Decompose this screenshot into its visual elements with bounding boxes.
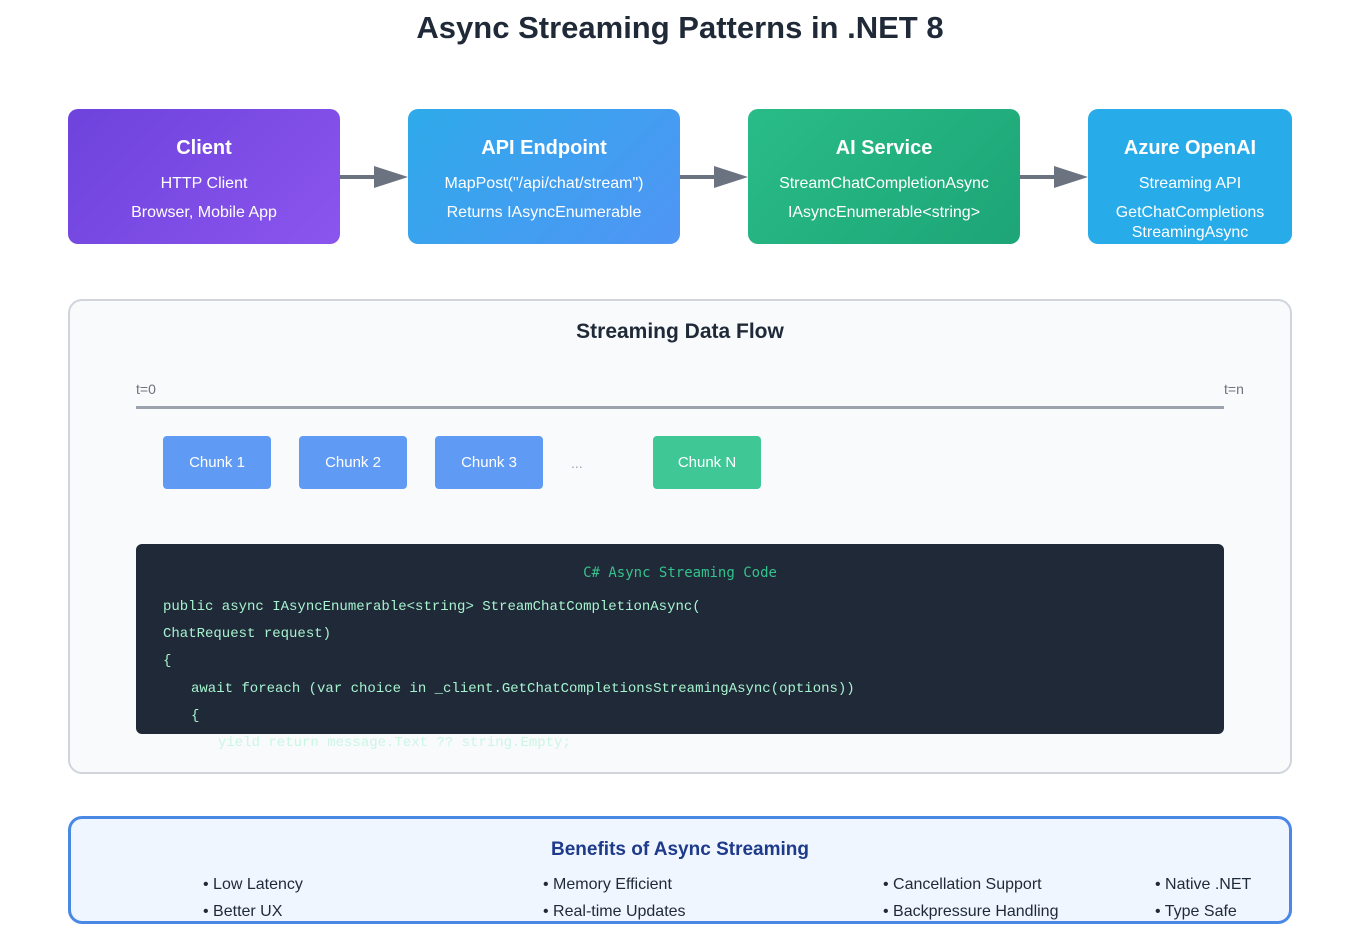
- code-block: [136, 544, 1224, 734]
- chunk-3: Chunk 3: [435, 436, 543, 489]
- timeline-end-label: t=n: [1224, 381, 1244, 397]
- code-line: ChatRequest request): [163, 626, 332, 642]
- azure-openai-node-line2b: StreamingAsync: [1131, 224, 1249, 241]
- ai-service-node-title: AI Service: [835, 137, 933, 159]
- arrow-right-icon: [680, 166, 748, 188]
- code-line: {: [191, 708, 200, 724]
- client-node-title: Client: [176, 137, 232, 159]
- benefit-item: • Type Safe: [1155, 903, 1237, 920]
- diagram-title: Async Streaming Patterns in .NET 8: [416, 10, 944, 45]
- code-block-title: C# Async Streaming Code: [583, 565, 777, 581]
- code-line-overflow: yield return message.Text ?? string.Empt…: [218, 735, 571, 751]
- benefit-item: • Memory Efficient: [543, 876, 672, 893]
- azure-openai-node-line2a: GetChatCompletions: [1115, 204, 1265, 221]
- azure-openai-node-title: Azure OpenAI: [1123, 137, 1257, 159]
- benefit-item: • Cancellation Support: [883, 876, 1042, 893]
- timeline-start-label: t=0: [136, 381, 156, 397]
- azure-openai-node-line2: GetChatCompletions StreamingAsync: [1088, 203, 1292, 243]
- benefits-title: Benefits of Async Streaming: [551, 839, 809, 860]
- code-line: {: [163, 653, 172, 669]
- benefits-panel: [68, 816, 1292, 924]
- chunk-1: Chunk 1: [163, 436, 271, 489]
- benefit-item: • Real-time Updates: [543, 903, 686, 920]
- streaming-data-flow-title: Streaming Data Flow: [576, 320, 784, 343]
- benefit-item: • Backpressure Handling: [883, 903, 1059, 920]
- api-endpoint-node-title: API Endpoint: [481, 137, 607, 159]
- chunk-2: Chunk 2: [299, 436, 407, 489]
- arrow-right-icon: [1020, 166, 1088, 188]
- azure-openai-node-line1: Streaming API: [1138, 175, 1242, 192]
- benefit-item: • Native .NET: [1155, 876, 1252, 893]
- api-endpoint-node-line1: MapPost("/api/chat/stream"): [444, 175, 644, 192]
- ai-service-node-line2: IAsyncEnumerable<string>: [787, 204, 981, 221]
- api-endpoint-node-line2: Returns IAsyncEnumerable: [446, 204, 642, 221]
- benefit-item: • Low Latency: [203, 876, 303, 893]
- client-node-line2: Browser, Mobile App: [131, 204, 277, 221]
- api-endpoint-node: API Endpoint MapPost("/api/chat/stream")…: [408, 109, 680, 244]
- code-line: await foreach (var choice in _client.Get…: [191, 681, 855, 697]
- chunk-n: Chunk N: [653, 436, 761, 489]
- ai-service-node-line1: StreamChatCompletionAsync: [779, 175, 989, 192]
- chunk-ellipsis: ...: [571, 455, 583, 471]
- benefit-item: • Better UX: [203, 903, 283, 920]
- client-node-line1: HTTP Client: [160, 175, 248, 192]
- arrow-right-icon: [340, 166, 408, 188]
- azure-openai-node: Azure OpenAI Streaming API GetChatComple…: [1088, 109, 1292, 244]
- ai-service-node: AI Service StreamChatCompletionAsync IAs…: [748, 109, 1020, 244]
- timeline-axis: [136, 406, 1224, 409]
- code-line: public async IAsyncEnumerable<string> St…: [163, 599, 701, 615]
- client-node: Client HTTP Client Browser, Mobile App: [68, 109, 340, 244]
